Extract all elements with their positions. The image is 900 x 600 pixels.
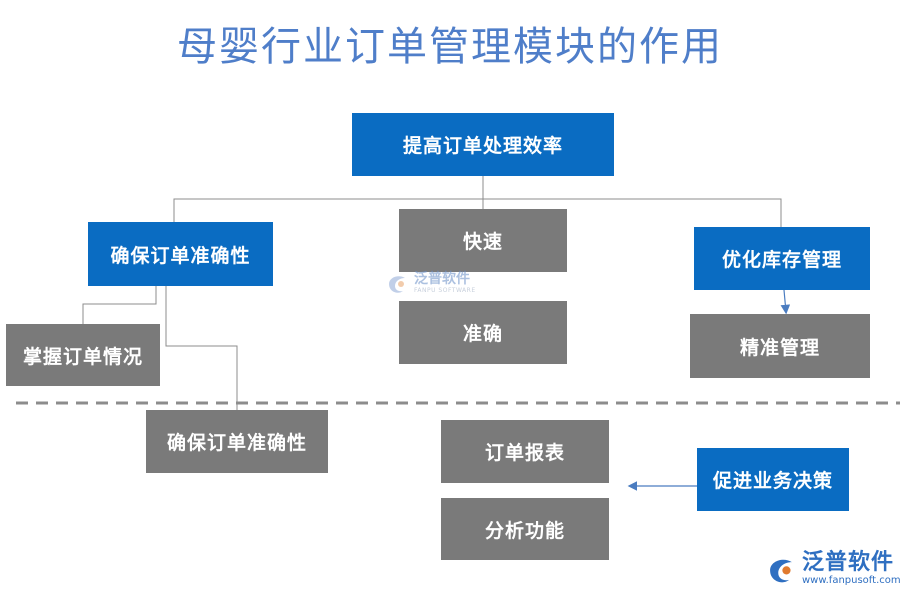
node-fast: 快速 xyxy=(399,209,567,272)
connector-ensure-bottom xyxy=(165,286,238,410)
connector-grasp-status xyxy=(82,286,157,324)
brand-logo-icon xyxy=(389,276,405,293)
arrow-inventory-precise xyxy=(780,289,791,315)
watermark-small: 泛普软件 FANPU SOFTWARE xyxy=(386,272,476,294)
connector-root-branches xyxy=(173,176,484,222)
watermark-sub: FANPU SOFTWARE xyxy=(414,287,476,294)
node-grasp-status: 掌握订单情况 xyxy=(6,324,160,386)
node-ensure-accuracy-bottom: 确保订单准确性 xyxy=(146,410,328,473)
watermark-large: 泛普软件 www.fanpusoft.com xyxy=(766,552,900,586)
connector-root-inventory xyxy=(483,198,782,227)
watermark-brand: 泛普软件 xyxy=(414,271,470,287)
node-order-report: 订单报表 xyxy=(441,420,609,483)
node-root: 提高订单处理效率 xyxy=(352,113,614,176)
node-promote-decision: 促进业务决策 xyxy=(697,448,849,511)
diagram-title: 母婴行业订单管理模块的作用 xyxy=(177,24,723,70)
node-ensure-accuracy-left: 确保订单准确性 xyxy=(88,222,273,286)
watermark-brand-large: 泛普软件 xyxy=(802,550,895,575)
node-accurate: 准确 xyxy=(399,301,567,364)
node-optimize-inventory: 优化库存管理 xyxy=(694,227,870,290)
watermark-url: www.fanpusoft.com xyxy=(802,575,900,586)
node-precise-management: 精准管理 xyxy=(690,314,870,378)
node-analysis-function: 分析功能 xyxy=(441,498,609,560)
brand-logo-icon xyxy=(770,559,792,583)
